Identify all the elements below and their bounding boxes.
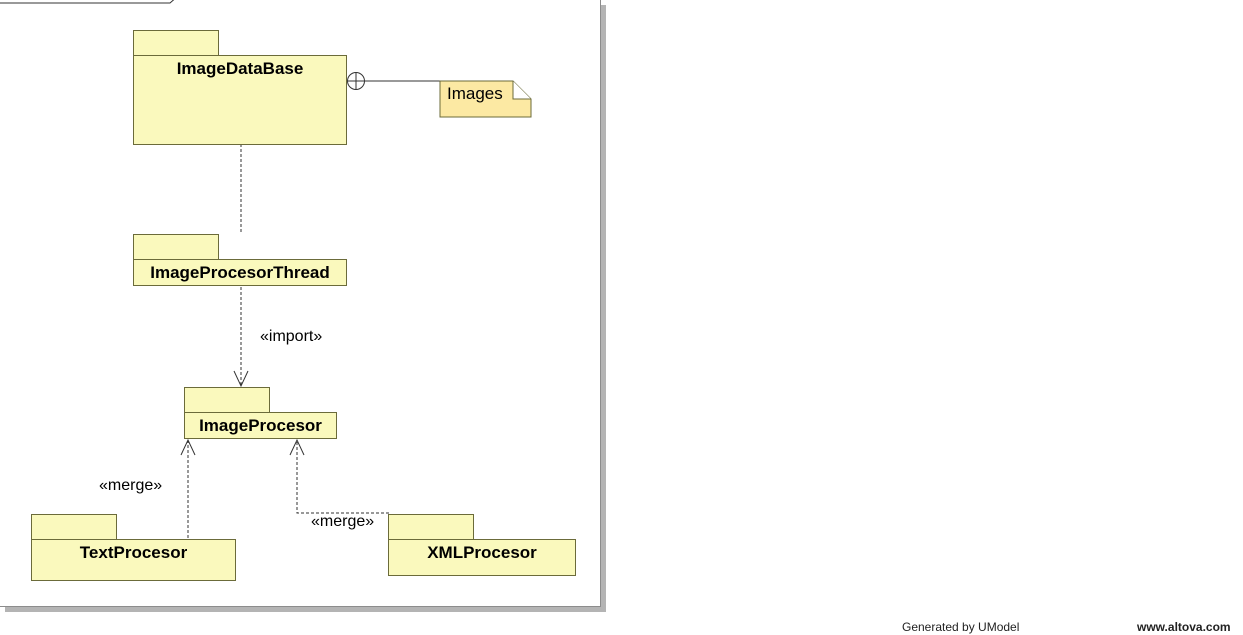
package-tab-image-procesor <box>184 387 270 413</box>
note-images[interactable]: Images <box>447 84 503 104</box>
package-text-procesor[interactable]: TextProcesor <box>31 539 236 581</box>
generated-by-text: Generated by UModel <box>902 620 1020 634</box>
package-name: ImageProcesor <box>199 416 322 435</box>
package-tab-image-database <box>133 30 219 56</box>
package-name: ImageProcesorThread <box>150 263 330 282</box>
package-tab-image-procesor-thread <box>133 234 219 260</box>
merge-line-xml <box>296 440 389 514</box>
merge-stereotype-label-text: «merge» <box>99 477 163 494</box>
website-link[interactable]: www.altova.com <box>1137 620 1231 634</box>
note-label: Images <box>447 84 503 103</box>
containment-circle-icon <box>347 72 365 90</box>
diagram-canvas: ImageDataBase Images ImageProcesorThread… <box>0 0 601 607</box>
merge-arrowhead-text <box>180 438 196 456</box>
package-name: ImageDataBase <box>176 59 304 78</box>
package-name: XMLProcesor <box>427 543 537 562</box>
diagram-connectors <box>0 0 532 538</box>
diagram-frame-tab <box>0 0 175 4</box>
package-xml-procesor[interactable]: XMLProcesor <box>388 539 576 576</box>
import-stereotype-label: «import» <box>260 328 323 345</box>
package-image-database[interactable]: ImageDataBase <box>133 55 347 145</box>
note-images-shape <box>439 80 532 118</box>
package-name: TextProcesor <box>79 543 188 562</box>
import-arrowhead <box>233 370 249 388</box>
package-tab-text-procesor <box>31 514 117 540</box>
package-image-procesor[interactable]: ImageProcesor <box>184 412 337 439</box>
package-tab-xml-procesor <box>388 514 474 540</box>
merge-stereotype-label-xml: «merge» <box>311 513 375 530</box>
package-image-procesor-thread[interactable]: ImageProcesorThread <box>133 259 347 286</box>
merge-arrowhead-xml <box>289 438 305 456</box>
